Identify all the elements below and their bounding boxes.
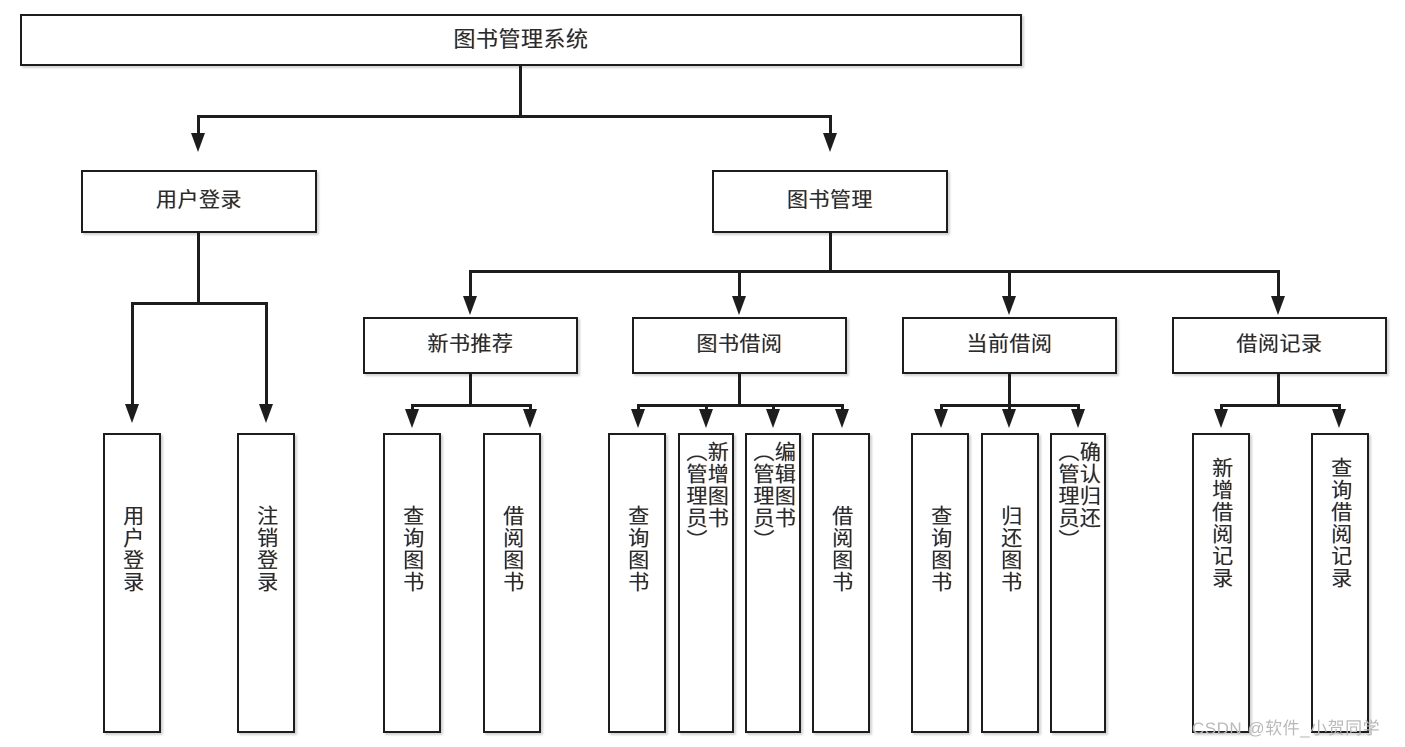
arrow-current-borrow-leaf-1 (934, 409, 948, 428)
node-current-borrow[interactable]: 当前借阅 (902, 317, 1117, 374)
connector-book-manage-drop-2 (738, 270, 741, 300)
connector-user-login-drop-1 (131, 302, 134, 407)
node-label: 查询借阅记录 (1328, 457, 1352, 589)
arrow-borrow-record-leaf-1 (1214, 409, 1228, 428)
arrow-user-login-leaf-2 (259, 404, 273, 423)
node-leaf-query-borrow-record[interactable]: 查询借阅记录 (1311, 433, 1369, 733)
arrow-book-borrow-leaf-4 (835, 409, 849, 428)
node-label: 图书管理 (787, 189, 873, 213)
node-leaf-query-book-borrow[interactable]: 查询图书 (608, 433, 666, 733)
connector-root-to-book-manage (829, 115, 832, 137)
arrow-borrow-record-leaf-2 (1332, 409, 1346, 428)
node-label: 图书管理系统 (453, 27, 589, 53)
node-leaf-borrow-book[interactable]: 借阅图书 (812, 433, 870, 733)
node-label: 图书借阅 (696, 333, 783, 357)
arrow-new-book-leaf-2 (523, 409, 537, 428)
node-label: 用户登录 (156, 189, 242, 213)
connector-book-manage-drop-3 (1008, 270, 1011, 300)
node-label: 当前借阅 (966, 333, 1053, 357)
node-label: 新增图书 （管理员） (684, 441, 729, 551)
connector-book-manage-bar (469, 270, 1279, 273)
node-leaf-edit-book-admin[interactable]: 编辑图书 （管理员） (745, 433, 801, 733)
arrow-book-borrow-leaf-3 (766, 409, 780, 428)
arrow-current-borrow-leaf-3 (1071, 409, 1085, 428)
connector-new-book-bar (411, 404, 531, 407)
connector-user-login-bar (131, 302, 267, 305)
connector-root-bar (197, 115, 831, 118)
node-label: 查询图书 (928, 505, 952, 593)
node-leaf-return-book[interactable]: 归还图书 (981, 433, 1039, 733)
arrow-book-manage-to-borrow (732, 296, 746, 315)
arrow-user-login-leaf-1 (125, 404, 139, 423)
node-label: 借阅图书 (829, 505, 853, 593)
node-user-login[interactable]: 用户登录 (81, 170, 317, 233)
connector-borrow-record-bar (1220, 404, 1340, 407)
node-leaf-confirm-return-admin[interactable]: 确认归还 （管理员） (1050, 433, 1106, 733)
connector-root-to-user-login (197, 115, 200, 137)
connector-current-borrow-stem (1008, 374, 1011, 406)
node-label: 新书推荐 (427, 333, 514, 357)
node-new-book-recommend[interactable]: 新书推荐 (363, 317, 578, 374)
arrow-book-borrow-leaf-2 (699, 409, 713, 428)
node-leaf-query-book-current[interactable]: 查询图书 (911, 433, 969, 733)
node-leaf-add-borrow-record[interactable]: 新增借阅记录 (1192, 433, 1250, 733)
arrow-current-borrow-leaf-2 (1002, 409, 1016, 428)
connector-user-login-stem (197, 233, 200, 304)
node-leaf-query-book-recommend[interactable]: 查询图书 (383, 433, 441, 733)
connector-user-login-drop-2 (265, 302, 268, 407)
node-label: 借阅图书 (500, 505, 524, 593)
node-root-system[interactable]: 图书管理系统 (20, 14, 1022, 66)
node-label: 借阅记录 (1236, 333, 1323, 357)
node-book-borrow[interactable]: 图书借阅 (632, 317, 847, 374)
connector-root-stem (519, 66, 522, 116)
arrow-book-manage-to-new-book (463, 296, 477, 315)
connector-borrow-record-stem (1277, 374, 1280, 406)
arrow-root-to-book-manage (823, 133, 837, 152)
node-label: 查询图书 (400, 505, 424, 593)
connector-book-manage-drop-1 (469, 270, 472, 300)
node-label: 查询图书 (625, 505, 649, 593)
arrow-book-manage-to-current (1002, 296, 1016, 315)
arrow-book-borrow-leaf-1 (631, 409, 645, 428)
node-label: 确认归还 （管理员） (1056, 441, 1101, 551)
arrow-root-to-user-login (191, 133, 205, 152)
arrow-new-book-leaf-1 (405, 409, 419, 428)
node-label: 新增借阅记录 (1209, 457, 1233, 589)
node-leaf-user-login[interactable]: 用户登录 (103, 433, 161, 733)
connector-book-manage-stem (829, 233, 832, 272)
node-label: 用户登录 (120, 505, 144, 593)
connector-new-book-stem (469, 374, 472, 406)
node-leaf-add-book-admin[interactable]: 新增图书 （管理员） (678, 433, 734, 733)
csdn-watermark: CSDN @软件_小贺同学 (1192, 719, 1381, 738)
connector-book-manage-drop-4 (1277, 270, 1280, 300)
connector-book-borrow-stem (738, 374, 741, 406)
node-label: 归还图书 (998, 505, 1022, 593)
node-leaf-borrow-book-recommend[interactable]: 借阅图书 (483, 433, 541, 733)
node-borrow-record[interactable]: 借阅记录 (1172, 317, 1387, 374)
connector-book-borrow-bar (637, 404, 843, 407)
node-label: 编辑图书 （管理员） (751, 441, 796, 551)
node-leaf-logout[interactable]: 注销登录 (237, 433, 295, 733)
node-label: 注销登录 (254, 505, 278, 593)
arrow-book-manage-to-record (1271, 296, 1285, 315)
node-book-management[interactable]: 图书管理 (712, 170, 948, 233)
